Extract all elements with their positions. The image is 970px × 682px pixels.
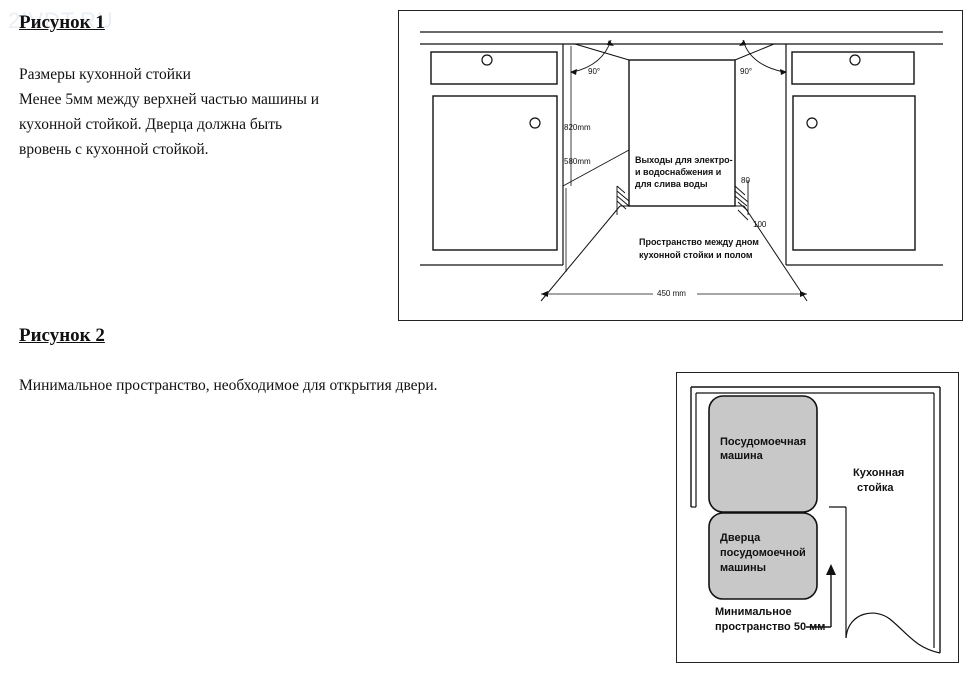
- dim-label-820: 820mm: [564, 123, 591, 132]
- watermark: 2IVDT.RU: [8, 8, 114, 33]
- arrow-head: [800, 291, 807, 297]
- right-cabinet-door: [792, 95, 916, 251]
- outlets-label-line: Выходы для электро-: [635, 155, 733, 165]
- min-space-label-line: пространство 50 мм: [715, 621, 825, 633]
- dishwasher-label-line: машина: [720, 450, 764, 462]
- figure1-description-line: Менее 5мм между верхней частью машины и: [19, 91, 320, 108]
- niche-edge: [734, 43, 775, 61]
- figure2-description-line: Минимальное пространство, необходимое дл…: [19, 377, 438, 394]
- floor-line: [540, 205, 621, 302]
- arrow-head: [607, 40, 614, 46]
- right-drawer: [791, 51, 915, 85]
- dishwasher-label-line: Посудомоечная: [720, 436, 806, 448]
- dim-line-580: [562, 149, 630, 187]
- min-space-arrow-head: [826, 564, 836, 575]
- figure1-description-line: вровень с кухонной стойкой.: [19, 141, 209, 158]
- dishwasher-body: [708, 395, 818, 513]
- dim-label-100: 100: [753, 220, 767, 229]
- arrow-head: [780, 69, 787, 75]
- figure2-frame: [676, 372, 959, 663]
- figure2-diagram: Посудомоечная машина Дверца посудомоечно…: [676, 372, 959, 663]
- door-label-line: машины: [720, 562, 766, 574]
- figure2-heading: Рисунок 2: [19, 325, 105, 346]
- arrow-head: [541, 291, 548, 297]
- figure1-frame: [398, 10, 963, 321]
- dishwasher-door: [708, 512, 818, 600]
- left-drawer-knob: [481, 54, 493, 66]
- figure1-diagram: 90° 90° 820mm 580mm Выходы для электро- …: [398, 10, 963, 321]
- arrow-head: [570, 69, 577, 75]
- figure2-description: Минимальное пространство, необходимое дл…: [19, 373, 438, 398]
- outlets-label-line: и водоснабжения и: [635, 167, 721, 177]
- dim-label-580: 580mm: [564, 157, 591, 166]
- outlets-label-line: для слива воды: [635, 179, 708, 189]
- floor-line: [743, 205, 808, 302]
- dim-label-80: 80: [741, 176, 750, 185]
- figure1-description-line: Размеры кухонной стойки: [19, 66, 191, 83]
- figure1-heading: Рисунок 1: [19, 12, 105, 33]
- angle-label-right: 90°: [740, 67, 752, 76]
- angle-label-left: 90°: [588, 67, 600, 76]
- right-drawer-knob: [849, 54, 861, 66]
- floor-space-label-line: Пространство между дном: [639, 237, 759, 247]
- floor-space-label-line: кухонной стойки и полом: [639, 250, 753, 260]
- door-label-line: посудомоечной: [720, 547, 806, 559]
- right-hatching: [734, 180, 749, 221]
- arrow-head: [739, 40, 746, 46]
- dim-label-bg: [653, 286, 697, 298]
- right-cabinet-knob: [806, 117, 818, 129]
- dim-label-width: 450 mm: [657, 289, 686, 298]
- figure1-description: Размеры кухонной стойки Менее 5мм между …: [19, 62, 319, 162]
- counter-label-line: стойка: [857, 482, 894, 494]
- left-cabinet-knob: [529, 117, 541, 129]
- door-label-line: Дверца: [720, 532, 761, 544]
- left-cabinet-door: [432, 95, 558, 251]
- left-hatching: [616, 185, 630, 215]
- counter-curve: [845, 612, 941, 654]
- figure1-description-line: кухонной стойкой. Дверца должна быть: [19, 116, 283, 133]
- counter-label-line: Кухонная: [853, 467, 904, 479]
- left-drawer: [430, 51, 558, 85]
- min-space-label-line: Минимальное: [715, 606, 792, 618]
- niche-edge: [574, 43, 630, 61]
